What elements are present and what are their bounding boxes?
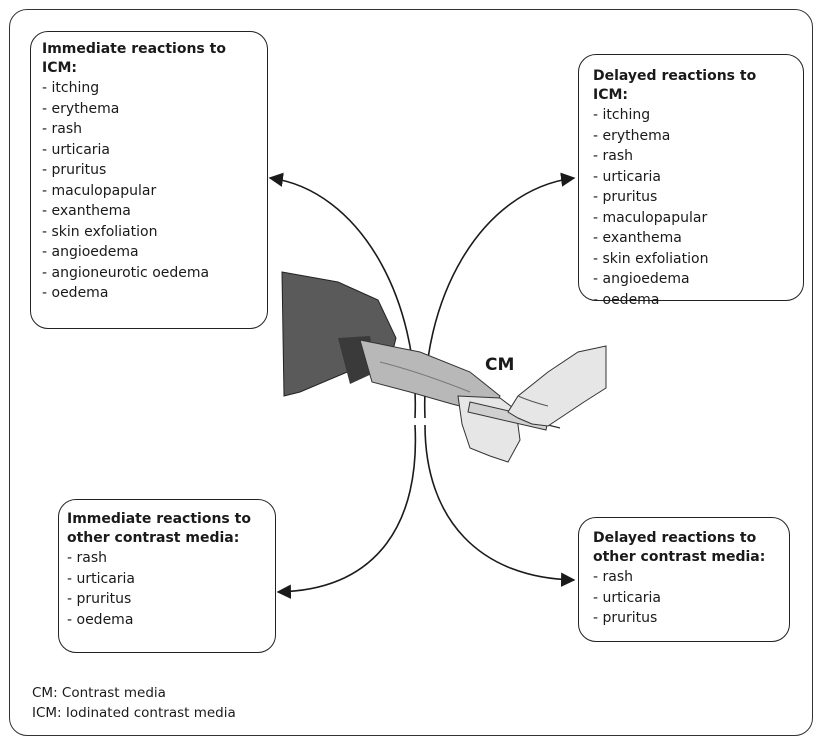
- upper-glove-hand: [507, 345, 607, 427]
- list-item: - itching: [593, 107, 651, 123]
- list-item: - pruritus: [593, 610, 658, 626]
- reaction-list: - rash - urticaria - pruritus - oedema: [67, 548, 267, 630]
- list-item: - oedema: [593, 291, 660, 308]
- list-item: - exanthema: [593, 230, 682, 246]
- list-item: - skin exfoliation: [42, 223, 158, 240]
- footnote-icm: ICM: Iodinated contrast media: [32, 705, 236, 721]
- list-item: - oedema: [42, 285, 109, 301]
- list-item: - skin exfoliation: [593, 250, 709, 267]
- list-item: - angioneurotic oedema: [42, 264, 210, 281]
- list-item: - urticaria: [593, 589, 662, 606]
- footnotes: CM: Contrast media ICM: Iodinated contra…: [32, 683, 236, 723]
- box-title-line2: other contrast media:: [593, 549, 766, 565]
- box-title: Delayed reactions to ICM:: [593, 68, 757, 103]
- list-item: - exanthema: [42, 203, 131, 219]
- list-item: - pruritus: [42, 162, 107, 178]
- list-item: - angioedema: [42, 244, 139, 260]
- arrow-immediate-other: [276, 424, 417, 599]
- cm-label: CM: [485, 355, 515, 375]
- forearm-shadow: [379, 361, 471, 393]
- immediate-icm-box: Immediate reactions to ICM: - itching - …: [30, 31, 268, 329]
- box-title-line2: other contrast media:: [67, 530, 240, 546]
- immediate-other-box: Immediate reactions to other contrast me…: [58, 499, 276, 653]
- list-item: - maculopapular: [42, 182, 157, 199]
- diagram-frame: [9, 9, 813, 736]
- box-title: Immediate reactions to ICM:: [42, 41, 226, 76]
- list-item: - erythema: [42, 100, 120, 117]
- list-item: - angioedema: [593, 271, 690, 287]
- box-title-line1: Immediate reactions to: [67, 511, 251, 527]
- delayed-icm-box: Delayed reactions to ICM: - itching - er…: [578, 54, 804, 308]
- list-item: - urticaria: [42, 141, 111, 158]
- footnote-cm: CM: Contrast media: [32, 685, 166, 701]
- list-item: - urticaria: [593, 168, 662, 185]
- arrow-delayed-other: [424, 424, 576, 587]
- list-item: - pruritus: [67, 591, 132, 607]
- reaction-list: - itching - erythema - rash - urticaria …: [593, 105, 795, 310]
- list-item: - pruritus: [593, 189, 658, 205]
- delayed-other-box: Delayed reactions to other contrast medi…: [578, 517, 790, 642]
- list-item: - itching: [42, 80, 100, 96]
- list-item: - rash: [42, 121, 83, 137]
- list-item: - maculopapular: [593, 209, 708, 226]
- list-item: - rash: [593, 148, 634, 164]
- list-item: - urticaria: [67, 570, 136, 587]
- reaction-list: - itching - erythema - rash - urticaria …: [39, 78, 259, 304]
- list-item: - oedema: [67, 611, 134, 628]
- list-item: - rash: [67, 550, 108, 566]
- list-item: - rash: [593, 569, 634, 585]
- box-title-line1: Delayed reactions to: [593, 530, 757, 546]
- reaction-list: - rash - urticaria - pruritus: [593, 567, 781, 629]
- list-item: - erythema: [593, 127, 671, 144]
